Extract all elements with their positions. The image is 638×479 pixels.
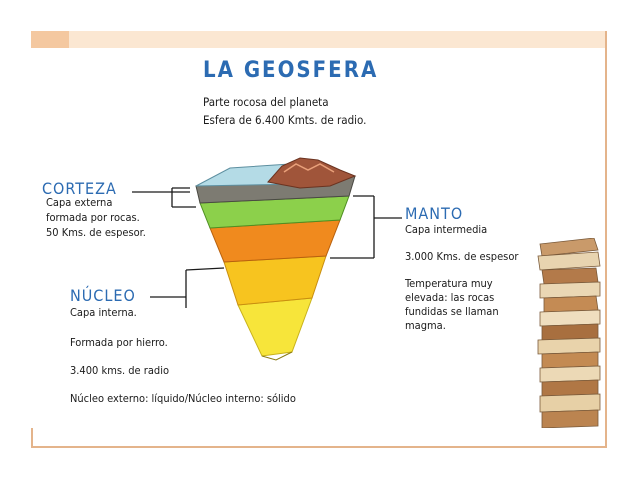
- manto-line-3: Temperatura muy: [405, 277, 493, 290]
- manto-line-6: magma.: [405, 319, 446, 332]
- nucleo-line-3: 3.400 kms. de radio: [70, 364, 170, 377]
- corteza-line-3: 50 Kms. de espesor.: [46, 226, 146, 239]
- subtitle-line-2: Esfera de 6.400 Kmts. de radio.: [203, 113, 367, 127]
- slide-frame-bottom: [31, 446, 607, 448]
- corteza-heading: CORTEZA: [42, 179, 117, 198]
- corteza-line-2: formada por rocas.: [46, 211, 140, 224]
- inner-core-layer: [237, 297, 313, 357]
- slide-frame-left: [31, 428, 33, 447]
- nucleo-heading: NÚCLEO: [70, 286, 136, 305]
- manto-line-1: Capa intermedia: [405, 223, 488, 236]
- manto-line-4: elevada: las rocas: [405, 291, 495, 304]
- slide-frame-notch: [31, 31, 69, 48]
- manto-line-2: 3.000 Kms. de espesor: [405, 250, 519, 263]
- nucleo-line-2: Formada por hierro.: [70, 336, 168, 349]
- manto-line-5: fundidas se llaman: [405, 305, 499, 318]
- manto-heading: MANTO: [405, 204, 464, 223]
- mountains: [267, 157, 357, 189]
- slide-frame-right: [605, 31, 607, 447]
- page-title: LA GEOSFERA: [203, 58, 379, 83]
- nucleo-line-1: Capa interna.: [70, 306, 137, 319]
- nucleo-line-4: Núcleo externo: líquido/Núcleo interno: …: [70, 392, 296, 405]
- corteza-line-1: Capa externa: [46, 196, 113, 209]
- subtitle-line-1: Parte rocosa del planeta: [203, 95, 329, 109]
- slide-frame-top: [31, 31, 607, 48]
- outer-core-layer: [223, 255, 327, 306]
- book-stack-image: [537, 238, 601, 428]
